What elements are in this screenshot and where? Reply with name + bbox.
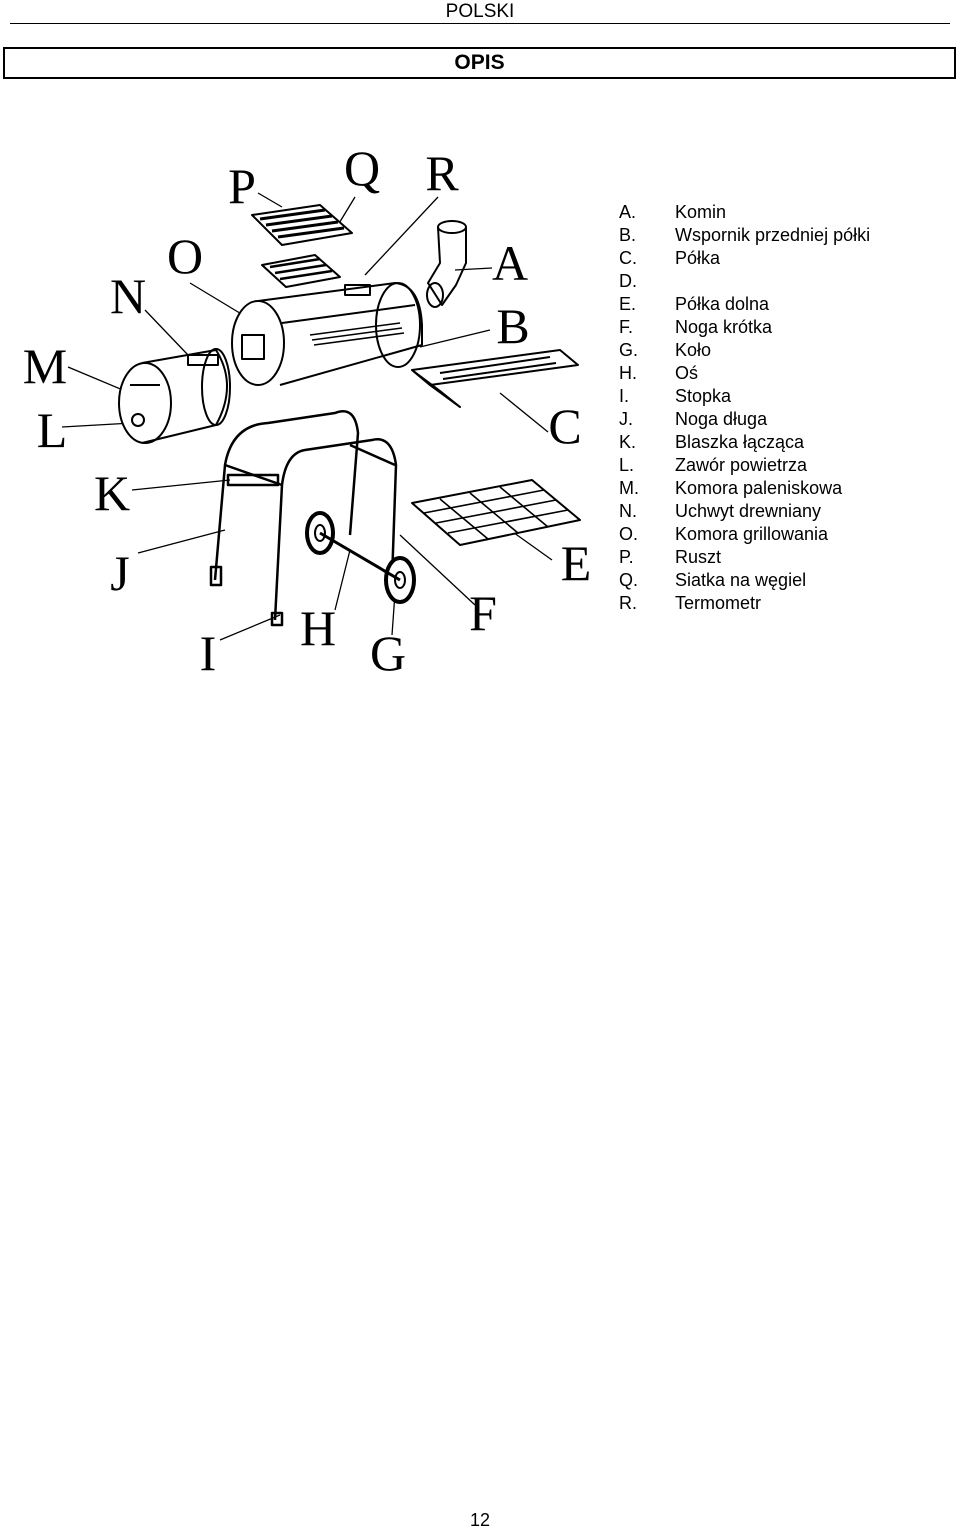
chimney-a-icon [426,220,467,308]
list-item: C.Półka [619,248,721,268]
lower-shelf-e-icon [411,479,581,546]
section-title: OPIS [454,51,505,74]
page-number: 12 [469,1510,491,1530]
list-item: N.Uchwyt drewniany [619,501,822,521]
stand-frame-icon [209,410,398,627]
list-item: A.Komin [619,202,727,222]
list-item: M.Komora paleniskowa [619,478,843,498]
leader-lines [61,192,553,641]
list-item: Q.Siatka na węgiel [619,570,807,590]
list-item: P.Ruszt [619,547,722,567]
list-item: R.Termometr [619,593,762,613]
callout-k: K [94,465,130,521]
callout-p: P [228,158,256,214]
callout-g: G [370,625,406,680]
parts-list: A.Komin B.Wspornik przedniej półki C.Pół… [619,201,870,615]
list-item: J.Noga długa [619,409,768,429]
callout-h: H [300,600,336,656]
axle-h-icon [319,531,401,582]
cooking-grate-p-icon [251,204,353,246]
callout-i: I [200,625,217,680]
section-title-box: OPIS [3,47,956,79]
list-item: O.Komora grillowania [619,524,829,544]
list-item: D. [619,271,637,291]
list-item: L.Zawór powietrza [619,455,808,475]
callout-o: O [167,228,203,284]
callout-q: Q [344,140,380,196]
grill-chamber-o-icon [231,282,423,386]
callout-m: M [23,338,67,394]
list-item: E.Półka dolna [619,294,770,314]
callout-a: A [492,235,528,291]
header-rule [10,23,950,24]
wheels-g-icon [305,511,416,604]
callout-c: C [548,398,581,454]
header-language: POLSKI [445,1,515,22]
list-item: H.Oś [619,363,699,383]
callout-l: L [37,402,68,458]
front-shelf-c-icon [411,349,579,408]
list-item: I.Stopka [619,386,732,406]
list-item: K.Blaszka łącząca [619,432,805,452]
callout-j: J [110,545,129,601]
grill-exploded-diagram: P Q R O A N B M L C K J E I H G F [23,140,592,680]
list-item: B.Wspornik przedniej półki [619,225,871,245]
callout-r: R [425,145,459,201]
callout-b: B [496,298,529,354]
callout-n: N [110,268,146,324]
charcoal-grate-q-icon [261,254,341,288]
callout-f: F [469,585,497,641]
list-item: F.Noga krótka [619,317,773,337]
firebox-m-icon [118,348,231,444]
list-item: G.Koło [619,340,712,360]
callout-e: E [561,535,592,591]
